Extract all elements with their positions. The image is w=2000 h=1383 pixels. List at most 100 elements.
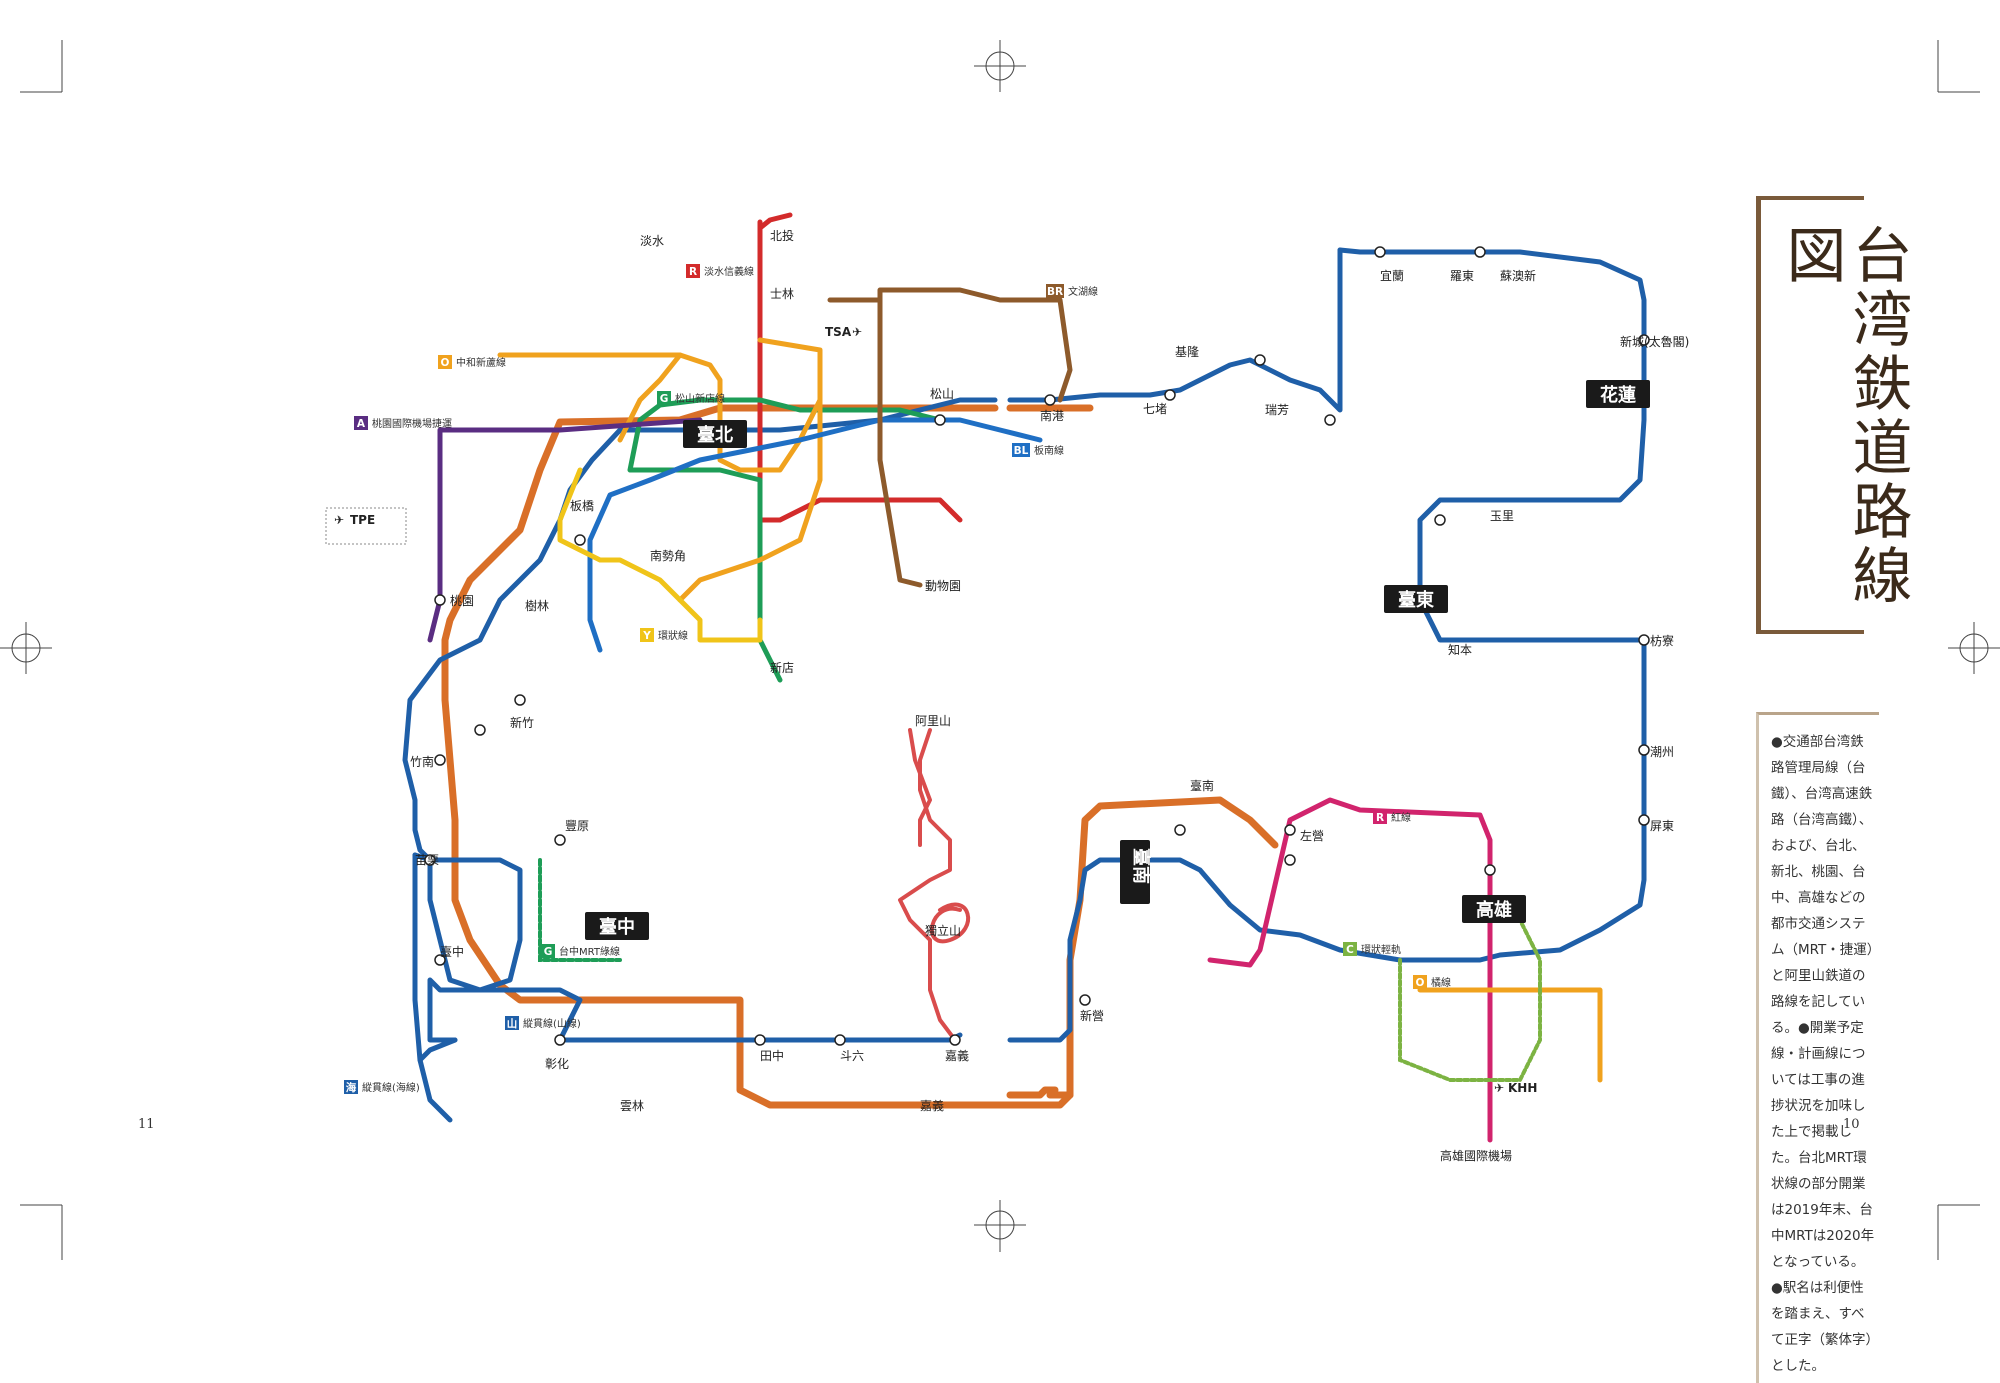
explanatory-note: ●交通部台湾鉄路管理局線（台鐵）、台湾高速鉄路（台湾高鐵）、および、台北、新北、… [1756, 712, 1879, 1383]
station-tainan: 臺南 [1190, 778, 1214, 793]
hub-hualien[interactable]: 花蓮 [1586, 380, 1650, 408]
title-bar [1756, 196, 1761, 634]
line-tag-label: 松山新店線 [675, 392, 725, 405]
page-title: 台湾鉄道路線図 [1776, 224, 1912, 608]
line-tag-mountain[interactable]: 山 縱貫線(山線) [505, 1016, 581, 1030]
page-number-right: 10 [1843, 1117, 1860, 1132]
station-miaoli: 苗栗 [415, 853, 439, 867]
taipei-bannan-line [587, 417, 1043, 653]
hub-hualien-label: 花蓮 [1600, 384, 1636, 406]
line-tag-label: 紅線 [1391, 811, 1411, 824]
line-tag-label: 中和新蘆線 [456, 356, 506, 369]
taipei-red-line [757, 212, 963, 523]
station-changhua: 彰化 [545, 1056, 569, 1071]
station-qidu: 七堵 [1143, 402, 1167, 416]
station-pingtung: 屏東 [1650, 819, 1674, 833]
station-fengyuan: 豐原 [565, 819, 589, 833]
line-tag-code: A [357, 418, 366, 430]
station-luodong: 羅東 [1450, 269, 1474, 283]
line-tag-label: 縱貫線(海線) [362, 1081, 420, 1094]
title-block: 台湾鉄道路線図 [1756, 196, 1912, 634]
line-tag-label: 文湖線 [1068, 285, 1098, 298]
line-tag-label: 環狀線 [658, 629, 688, 642]
hub-tainan[interactable]: 臺南 [1120, 840, 1152, 904]
line-tag-code: BL [1014, 445, 1029, 457]
line-tag-bannan[interactable]: BL 板南線 [1012, 443, 1064, 457]
station-hsr-zuoying: 左營 [1300, 828, 1324, 843]
taichung-green-line [538, 858, 622, 962]
hsr-line [441, 404, 1279, 1109]
station-keelung: 基隆 [1175, 344, 1199, 359]
station-fangliao: 枋寮 [1650, 633, 1674, 648]
line-tag-light-rail[interactable]: C 環狀輕軌 [1343, 942, 1401, 956]
line-tag-label: 台中MRT綠線 [559, 945, 620, 958]
station-nanshijiao: 南勢角 [650, 548, 686, 563]
hub-taipei[interactable]: 臺北 [683, 420, 747, 448]
station-alishan-top: 阿里山 [915, 714, 951, 728]
airport-khh-marker[interactable]: ✈ KHH [1494, 1081, 1537, 1095]
page-number-left: 11 [138, 1117, 155, 1132]
station-hsinchu: 新竹 [510, 715, 534, 730]
airport-mrt-line [427, 417, 703, 643]
line-tag-danshui[interactable]: R 淡水信義線 [686, 264, 754, 278]
line-tag-code: BR [1047, 286, 1063, 298]
line-tag-code: G [660, 393, 669, 405]
station-zhunan: 竹南 [410, 754, 434, 769]
line-tag-label: 板南線 [1034, 444, 1064, 457]
station-labels: 基隆 七堵 南港 松山 板橋 樹林 桃園 新竹 竹南 苗栗 豐原 臺中 彰化 田… [410, 228, 1689, 1163]
station-xindian: 新店 [770, 660, 794, 675]
station-taichung: 臺中 [440, 944, 464, 959]
hub-tainan-label: 臺南 [1130, 848, 1152, 884]
station-yilan: 宜蘭 [1380, 268, 1404, 283]
line-tag-taichung-green[interactable]: G 台中MRT綠線 [541, 944, 620, 958]
line-tag-code: O [1416, 977, 1425, 989]
station-taoyuan: 桃園 [450, 593, 474, 608]
station-yuli: 玉里 [1490, 509, 1514, 523]
station-chaozhou: 潮州 [1650, 744, 1674, 759]
hub-kaohsiung[interactable]: 高雄 [1462, 895, 1526, 923]
station-tamsui: 淡水 [640, 234, 664, 248]
line-tag-code: R [689, 266, 697, 278]
hub-taitung[interactable]: 臺東 [1384, 585, 1448, 613]
line-tag-code: R [1376, 812, 1384, 824]
station-markers [424, 246, 1650, 1046]
line-tag-circular[interactable]: Y 環狀線 [640, 628, 688, 642]
station-beitou: 北投 [770, 228, 794, 243]
line-tag-songshan[interactable]: G 松山新店線 [657, 391, 725, 405]
station-shulin: 樹林 [525, 599, 549, 613]
hub-taipei-label: 臺北 [697, 424, 733, 446]
kaohsiung-orange-line [1417, 987, 1603, 1083]
taipei-wenhu-line [827, 287, 1073, 588]
rail-map: 臺北 臺中 臺南 高雄 臺東 花蓮 基隆 七堵 南港 松山 板橋 [0, 40, 2000, 1260]
airport-tpe-marker[interactable]: ✈ TPE [325, 507, 407, 545]
station-hsr-chiayi: 嘉義 [920, 1098, 944, 1113]
line-tag-zhonghe[interactable]: O 中和新蘆線 [438, 355, 506, 369]
title-rule-top [1756, 196, 1864, 200]
station-nangang: 南港 [1040, 408, 1064, 423]
line-tag-code: Y [642, 630, 651, 642]
line-tag-code: O [441, 357, 450, 369]
line-tag-airport[interactable]: A 桃園國際機場捷運 [354, 416, 452, 430]
station-ruifang: 瑞芳 [1265, 403, 1289, 417]
station-tianzhong: 田中 [760, 1048, 784, 1063]
hub-taichung-label: 臺中 [599, 916, 635, 938]
station-hsr-yunlin: 雲林 [620, 1099, 644, 1113]
line-tag-wenhu[interactable]: BR 文湖線 [1046, 284, 1098, 298]
hub-taichung[interactable]: 臺中 [585, 912, 649, 940]
station-banqiao: 板橋 [570, 499, 594, 513]
airplane-icon: ✈ [852, 325, 862, 339]
line-tag-label: 淡水信義線 [704, 265, 754, 278]
airplane-icon: ✈ [334, 513, 344, 527]
line-tag-code: G [544, 946, 553, 958]
line-tag-kaohsiung-orange[interactable]: O 橘線 [1413, 975, 1451, 989]
airport-code-tsa: TSA [825, 325, 852, 339]
line-tag-code: 山 [507, 1017, 518, 1030]
airport-tsa-marker[interactable]: TSA ✈ [825, 325, 862, 339]
line-tag-kaohsiung-red[interactable]: R 紅線 [1373, 810, 1411, 824]
line-tag-label: 縱貫線(山線) [523, 1017, 581, 1030]
kaohsiung-red-line [1207, 797, 1493, 1143]
line-tag-coast[interactable]: 海 縱貫線(海線) [344, 1080, 420, 1094]
alishan-line [898, 728, 970, 1042]
station-zoo: 動物園 [925, 579, 961, 593]
station-alishan-dulishan: 獨立山 [925, 923, 961, 938]
